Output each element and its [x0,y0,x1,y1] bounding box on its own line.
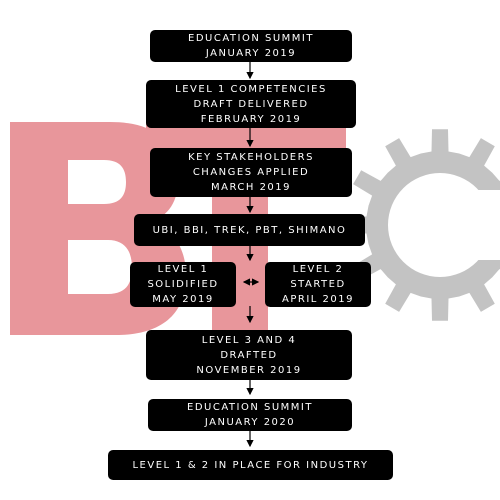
step-text-line: LEVEL 2 [292,264,344,275]
step-text-line: FEBRUARY 2019 [200,113,302,125]
step-text-line: UBI, BBI, TREK, PBT, SHIMANO [152,224,347,236]
step-text-line: SOLIDIFIED [147,279,219,290]
step-level1-solidified: LEVEL 1 SOLIDIFIED MAY 2019 [130,262,236,307]
step-text-line: CHANGES APPLIED [192,167,310,178]
step-text-line: JANUARY 2020 [204,417,296,428]
gear-gap [470,190,500,260]
step-level1-draft: LEVEL 1 COMPETENCIES DRAFT DELIVERED FEBRU… [146,80,356,128]
step-stakeholders: KEY STAKEHOLDERS CHANGES APPLIED MARCH 201… [150,148,352,197]
step-text-line: KEY STAKEHOLDERS [188,152,314,163]
gear-shape [344,129,500,321]
step-level2-started: LEVEL 2 STARTED APRIL 2019 [265,262,371,307]
step-level34: LEVEL 3 AND 4 DRAFTED NOVEMBER 2019 [146,330,352,380]
step-text-line: JANUARY 2019 [205,48,297,59]
step-text-line: DRAFT DELIVERED [193,98,309,110]
step-text-line: LEVEL 1 [157,264,209,275]
step-text-line: EDUCATION SUMMIT [187,402,313,413]
step-text-line: LEVEL 3 AND 4 [201,334,297,346]
step-summit-2020: EDUCATION SUMMIT JANUARY 2020 [148,399,352,431]
step-text-line: DRAFTED [220,349,278,361]
step-summit-2019: EDUCATION SUMMIT JANUARY 2019 [150,30,352,62]
step-text-line: APRIL 2019 [282,294,354,305]
gear-icon [344,129,500,321]
step-partners: UBI, BBI, TREK, PBT, SHIMANO [134,214,365,246]
step-text-line: EDUCATION SUMMIT [188,33,314,44]
step-text-line: NOVEMBER 2019 [196,364,302,376]
step-text-line: LEVEL 1 & 2 IN PLACE FOR INDUSTRY [132,459,369,471]
step-text-line: MAY 2019 [152,294,214,305]
step-in-place: LEVEL 1 & 2 IN PLACE FOR INDUSTRY [108,450,393,480]
step-text-line: LEVEL 1 COMPETENCIES [175,83,327,95]
step-text-line: MARCH 2019 [210,182,292,193]
step-text-line: STARTED [290,279,346,290]
